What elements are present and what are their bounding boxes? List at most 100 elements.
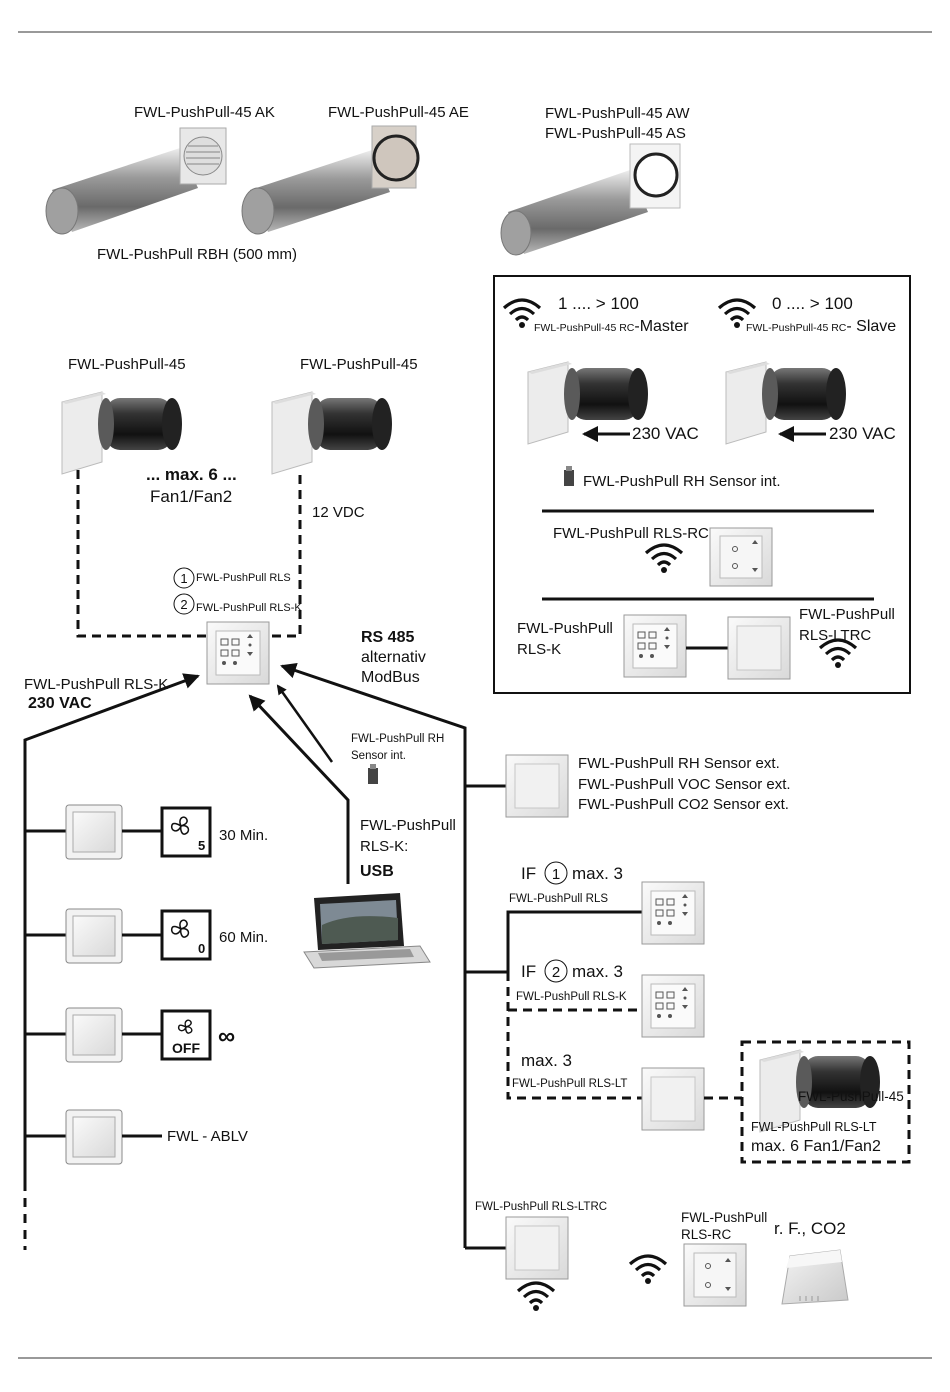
rh-sensor-int-icon	[564, 466, 574, 486]
fan-timer-5-icon: 5	[160, 806, 212, 858]
bottom-rc-device	[683, 1243, 747, 1307]
bus-rs485: RS 485	[361, 629, 414, 646]
duct-label-as: FWL-PushPull-45 AS	[545, 125, 686, 142]
rc-voltage-right: 230 VAC	[829, 424, 896, 443]
switch-3	[65, 1007, 123, 1063]
switch-1-label: 30 Min.	[219, 827, 268, 844]
bus-modbus: ModBus	[361, 669, 420, 686]
lt-label: FWL-PushPull RLS-LT	[512, 1078, 627, 1090]
rc-master-range: 1 .... > 100	[558, 294, 639, 313]
wifi-bottom-ltrc-icon	[516, 1281, 556, 1313]
rc-box	[493, 275, 911, 694]
bus-alt: alternativ	[361, 649, 426, 666]
rc-fan-slave	[725, 361, 847, 445]
switch-1	[65, 804, 123, 860]
fan-timer-0-icon: 0	[160, 909, 212, 961]
rc-slave-label: FWL-PushPull-45 RC- Slave	[746, 318, 896, 335]
if2-max: max. 3	[572, 962, 623, 981]
fans-max-label: ... max. 6 ...	[146, 465, 237, 484]
bottom-rf-co2: r. F., CO2	[774, 1219, 846, 1238]
if2-circle	[544, 959, 568, 983]
fan-left	[61, 391, 183, 475]
option1-circle	[173, 567, 195, 589]
if1-link	[465, 910, 642, 974]
fan-timer-5-num: 5	[198, 838, 205, 853]
option2-num: 2	[180, 597, 187, 612]
bottom-rc-line2: RLS-RC	[681, 1227, 732, 1242]
duct-ae	[241, 125, 420, 235]
fan-timer-0-num: 0	[198, 941, 205, 956]
rc-rls-k-line2: RLS-K	[517, 641, 561, 658]
rc-master-label: FWL-PushPull-45 RC-Master	[534, 318, 689, 335]
bus-usb-line1: FWL-PushPull	[360, 817, 456, 834]
rc-rls-k-line1: FWL-PushPull	[517, 620, 613, 637]
duct-label-rbh: FWL-PushPull RBH (500 mm)	[97, 246, 297, 263]
lt-fan-label: FWL-PushPull-45	[798, 1089, 904, 1104]
sensor-rh: FWL-PushPull RH Sensor ext.	[578, 755, 780, 772]
if2-num: 2	[552, 964, 560, 981]
fan-off-icon: OFF	[160, 1009, 212, 1061]
if1-num: 1	[552, 866, 560, 883]
option1-label: FWL-PushPull RLS	[196, 572, 291, 584]
bottom-ltrc-label: FWL-PushPull RLS-LTRC	[475, 1201, 607, 1213]
rc-fan-master	[527, 361, 649, 445]
fan-off-text: OFF	[172, 1040, 200, 1056]
if-lower-dashed	[506, 972, 642, 1100]
rc-ltrc-line1: FWL-PushPull	[799, 606, 895, 623]
bus-usb-line3: USB	[360, 863, 394, 880]
option2-circle	[173, 593, 195, 615]
fans-voltage: 12 VDC	[312, 504, 365, 521]
duct-label-aw: FWL-PushPull-45 AW	[545, 105, 690, 122]
switch-2-label: 60 Min.	[219, 929, 268, 946]
if1-circle	[544, 861, 568, 885]
fan-bus-dashed	[76, 470, 302, 638]
bus-rh-line2: Sensor int.	[351, 750, 406, 762]
ext-sensor-device	[505, 754, 569, 818]
if2-label: FWL-PushPull RLS-K	[516, 991, 627, 1003]
lt-fan-sub: FWL-PushPull RLS-LT	[751, 1120, 877, 1134]
rc-slave-range: 0 .... > 100	[772, 294, 853, 313]
bus-rlsk-line2: 230 VAC	[28, 695, 92, 712]
rc-ltrc-line2: RLS-LTRC	[799, 627, 871, 644]
bottom-rc-line1: FWL-PushPull	[681, 1210, 767, 1225]
if2-prefix: IF	[521, 962, 536, 981]
sensor-voc: FWL-PushPull VOC Sensor ext.	[578, 776, 791, 793]
bus-usb-line2: RLS-K:	[360, 838, 408, 855]
if1-max: max. 3	[572, 864, 623, 883]
duct-aw-as	[500, 143, 681, 256]
if1-label: FWL-PushPull RLS	[509, 893, 608, 905]
central-controller	[206, 621, 270, 685]
if1-device	[641, 881, 705, 945]
fan-right	[271, 391, 393, 475]
lt-fan-max: max. 6 Fan1/Fan2	[751, 1138, 881, 1155]
rh-sensor-arrow	[276, 684, 334, 763]
co2-sensor-box	[781, 1249, 849, 1305]
sensor-co2: FWL-PushPull CO2 Sensor ext.	[578, 796, 789, 813]
wifi-rls-rc-icon	[644, 543, 684, 575]
option2-label: FWL-PushPull RLS-K	[196, 602, 302, 614]
option1-num: 1	[180, 571, 187, 586]
fan-right-label: FWL-PushPull-45	[300, 356, 418, 373]
usb-arrow	[248, 694, 350, 884]
switch-2	[65, 908, 123, 964]
rc-rls-k-device	[623, 614, 687, 678]
rc-voltage-left: 230 VAC	[632, 424, 699, 443]
wifi-bottom-rc-icon	[628, 1254, 668, 1286]
duct-ak	[45, 127, 227, 235]
fans-fan-label: Fan1/Fan2	[150, 487, 232, 506]
rc-rls-rc-label: FWL-PushPull RLS-RC	[553, 525, 709, 542]
duct-label-ae: FWL-PushPull-45 AE	[328, 104, 469, 121]
laptop-icon	[303, 893, 431, 969]
fan-left-label: FWL-PushPull-45	[68, 356, 186, 373]
bottom-ltrc-device	[505, 1216, 569, 1280]
rls-rc-device	[709, 527, 773, 587]
left-bus-line	[23, 673, 200, 1248]
bus-rh-line1: FWL-PushPull RH	[351, 733, 444, 745]
bus-rlsk-line1: FWL-PushPull RLS-K	[24, 676, 168, 693]
if1-prefix: IF	[521, 864, 536, 883]
lt-device	[641, 1067, 705, 1131]
lt-max: max. 3	[521, 1051, 572, 1070]
rc-sensor-label: FWL-PushPull RH Sensor int.	[583, 473, 781, 490]
switch-4-label: FWL - ABLV	[167, 1128, 248, 1145]
